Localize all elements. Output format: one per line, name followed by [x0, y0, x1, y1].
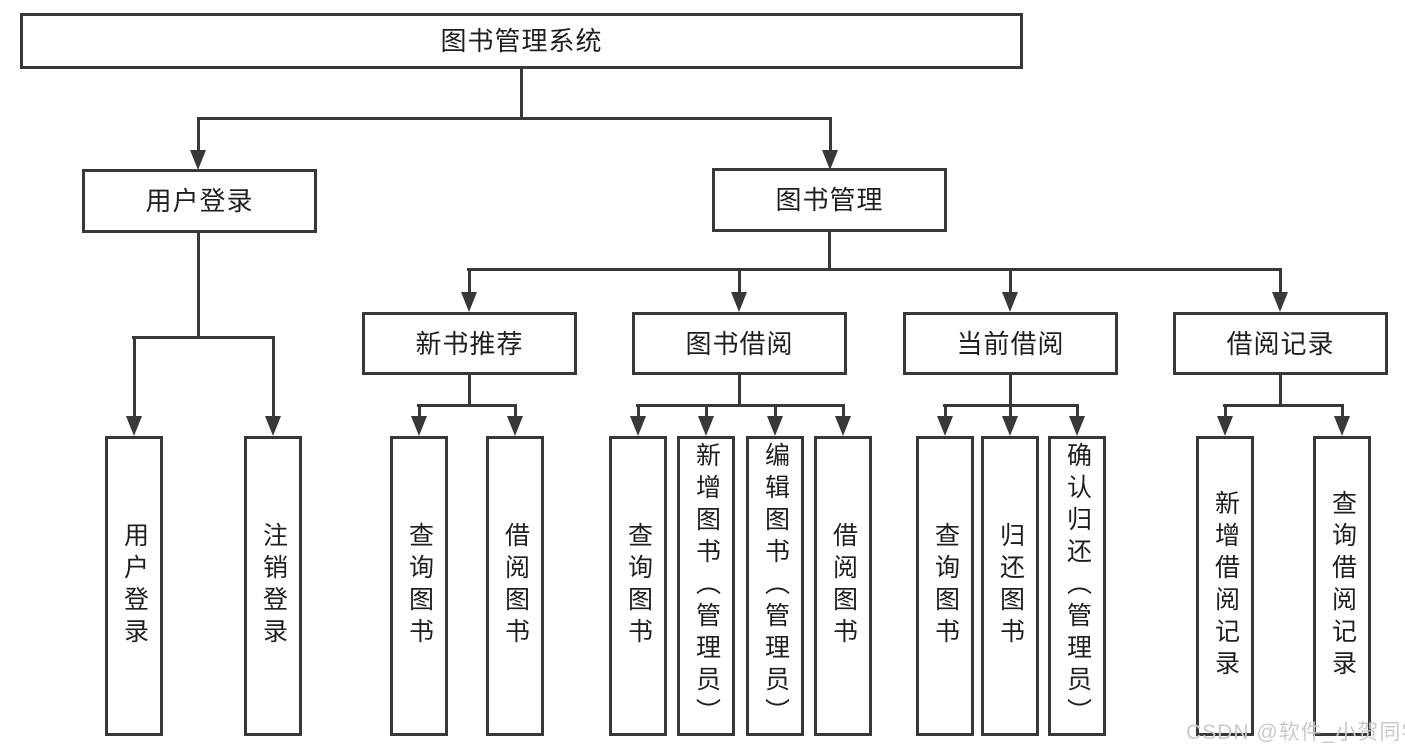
arrowhead-down-icon — [1069, 416, 1085, 436]
arrowhead-down-icon — [461, 292, 477, 312]
node-label: 图书借阅 — [685, 328, 794, 359]
connector-line — [827, 232, 831, 271]
arrowhead-down-icon — [630, 416, 646, 436]
arrowhead-down-icon — [698, 416, 714, 436]
connector-arrow-shaft — [1340, 404, 1344, 420]
connector-arrow-shaft — [271, 336, 275, 420]
node-label: 注销登录 — [259, 522, 288, 650]
arrowhead-down-icon — [1272, 292, 1288, 312]
node-current-borrow: 当前借阅 — [903, 312, 1118, 375]
connector-arrow-shaft — [737, 268, 741, 296]
node-borrow-books-leaf: 借阅图书 — [486, 436, 544, 736]
connector-arrow-shaft — [1278, 268, 1282, 296]
connector-line — [132, 336, 275, 339]
arrowhead-down-icon — [835, 416, 851, 436]
connector-line — [1008, 375, 1012, 407]
node-label: 查询图书 — [405, 522, 434, 650]
connector-arrow-shaft — [828, 117, 832, 154]
connector-arrow-shaft — [1223, 404, 1227, 420]
connector-arrow-shaft — [773, 404, 777, 420]
node-query-books-leaf: 查询图书 — [916, 436, 974, 736]
node-query-books-leaf: 查询图书 — [390, 436, 448, 736]
connector-arrow-shaft — [1008, 404, 1012, 420]
node-library-system: 图书管理系统 — [20, 13, 1023, 69]
node-label: 借阅图书 — [501, 522, 530, 650]
arrowhead-down-icon — [1334, 416, 1350, 436]
connector-line — [1223, 404, 1344, 407]
connector-line — [1278, 375, 1282, 407]
node-label: 归还图书 — [996, 522, 1025, 650]
node-borrow-records: 借阅记录 — [1173, 312, 1388, 375]
node-user-login: 用户登录 — [82, 169, 317, 233]
node-label: 当前借阅 — [956, 328, 1065, 359]
node-label: 查询图书 — [624, 522, 653, 650]
connector-arrow-shaft — [841, 404, 845, 420]
arrowhead-down-icon — [767, 416, 783, 436]
node-return-books-leaf: 归还图书 — [981, 436, 1039, 736]
node-user-login-leaf: 用户登录 — [105, 436, 163, 736]
arrowhead-down-icon — [1002, 416, 1018, 436]
connector-arrow-shaft — [467, 268, 471, 296]
node-edit-book-admin-leaf: 编辑图书（管理员） — [746, 436, 804, 736]
node-label: 用户登录 — [145, 186, 254, 216]
connector-arrow-shaft — [417, 404, 421, 420]
node-label: 查询图书 — [931, 522, 960, 650]
connector-line — [467, 375, 471, 407]
node-label: 新书推荐 — [415, 328, 524, 359]
node-label: 借阅图书 — [829, 522, 858, 650]
connector-line — [196, 232, 200, 338]
node-label: 查询借阅记录 — [1328, 490, 1357, 682]
connector-arrow-shaft — [513, 404, 517, 420]
connector-line — [737, 375, 741, 407]
connector-arrow-shaft — [943, 404, 947, 420]
arrowhead-down-icon — [265, 416, 281, 436]
connector-arrow-shaft — [636, 404, 640, 420]
node-borrow-books-leaf: 借阅图书 — [814, 436, 872, 736]
connector-line — [519, 68, 523, 118]
node-label: 新增图书（管理员） — [692, 442, 721, 730]
node-label: 借阅记录 — [1226, 328, 1335, 359]
connector-line — [197, 117, 831, 120]
node-book-management: 图书管理 — [712, 168, 947, 232]
arrowhead-down-icon — [822, 150, 838, 170]
arrowhead-down-icon — [1002, 292, 1018, 312]
node-label: 新增借阅记录 — [1211, 490, 1240, 682]
connector-line — [636, 404, 845, 407]
connector-arrow-shaft — [1075, 404, 1079, 420]
connector-line — [417, 404, 517, 407]
arrowhead-down-icon — [190, 150, 206, 170]
arrowhead-down-icon — [731, 292, 747, 312]
node-logout-leaf: 注销登录 — [244, 436, 302, 736]
node-query-borrow-record-leaf: 查询借阅记录 — [1313, 436, 1371, 736]
arrowhead-down-icon — [126, 416, 142, 436]
connector-arrow-shaft — [704, 404, 708, 420]
node-add-book-admin-leaf: 新增图书（管理员） — [677, 436, 735, 736]
arrowhead-down-icon — [507, 416, 523, 436]
node-label: 编辑图书（管理员） — [761, 442, 790, 730]
node-label: 图书管理系统 — [440, 26, 603, 56]
connector-arrow-shaft — [132, 336, 136, 420]
node-new-book-recommend: 新书推荐 — [362, 312, 577, 375]
arrowhead-down-icon — [1217, 416, 1233, 436]
arrowhead-down-icon — [411, 416, 427, 436]
node-label: 用户登录 — [120, 522, 149, 650]
node-label: 图书管理 — [775, 185, 884, 215]
node-query-books-leaf: 查询图书 — [609, 436, 667, 736]
node-add-borrow-record-leaf: 新增借阅记录 — [1196, 436, 1254, 736]
connector-arrow-shaft — [196, 117, 200, 154]
node-confirm-return-admin-leaf: 确认归还（管理员） — [1048, 436, 1106, 736]
node-book-borrow: 图书借阅 — [632, 312, 847, 375]
connector-line — [467, 268, 1282, 271]
arrowhead-down-icon — [937, 416, 953, 436]
watermark-text: CSDN @软件_小贺同学 — [1186, 721, 1405, 744]
connector-arrow-shaft — [1008, 268, 1012, 296]
node-label: 确认归还（管理员） — [1063, 442, 1092, 730]
